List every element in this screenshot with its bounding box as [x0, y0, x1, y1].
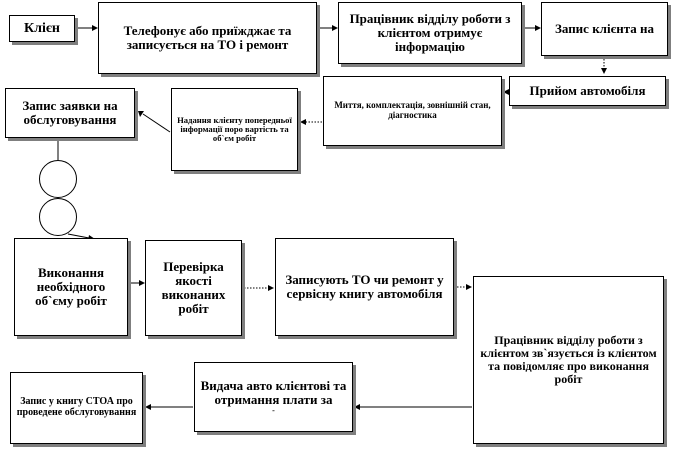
- arrow-circle-to-work: [67, 233, 90, 239]
- arrowhead: [145, 404, 151, 410]
- arrowhead: [601, 68, 607, 74]
- node-record-book: Записують ТО чи ремонт у сервісну книгу …: [275, 238, 454, 336]
- arrowhead: [139, 280, 145, 286]
- node-car-reception: Прийом автомобіля: [509, 76, 666, 106]
- connector-circle-2: [39, 198, 77, 236]
- node-work-exec: Виконання необхідного об`єму робіт: [14, 238, 128, 336]
- arrowhead: [268, 285, 274, 291]
- arrowhead: [535, 25, 541, 31]
- arrowhead: [92, 25, 98, 31]
- arrow-prelim-to-request: [142, 113, 171, 133]
- arrowhead: [300, 119, 306, 125]
- arrowhead: [332, 25, 338, 31]
- node-staff-contact: Працівник відділу роботи з клієнтом зв`я…: [473, 276, 664, 444]
- node-handover-tail: -: [272, 406, 275, 416]
- connector-circle-1: [39, 160, 77, 198]
- node-wash: Миття, комплектація, зовнішній стан, діа…: [323, 76, 502, 146]
- node-stoa-book: Запис у книгу СТОА про проведене обслуго…: [10, 372, 143, 444]
- node-call: Телефонує або приїжджає та записується н…: [98, 2, 317, 74]
- arrowhead: [138, 111, 144, 117]
- arrowhead: [354, 404, 360, 410]
- arrowhead: [466, 284, 472, 290]
- node-quality: Перевірка якості виконаних робіт: [145, 240, 242, 336]
- node-handover-text: Видача авто клієнтові та отримання плати…: [200, 377, 347, 407]
- node-service-request: Запис заявки на обслуговування: [5, 88, 135, 138]
- node-handover: Видача авто клієнтові та отримання плати…: [194, 362, 353, 432]
- node-staff-info: Працівник відділу роботи з клієнтом отри…: [338, 2, 522, 64]
- node-client: Клієн: [9, 15, 75, 42]
- node-record-client: Запис клієнта на: [541, 2, 668, 56]
- node-prelim-info: Надання клієнту попередньої інформації п…: [171, 88, 298, 171]
- arrowhead: [503, 89, 509, 95]
